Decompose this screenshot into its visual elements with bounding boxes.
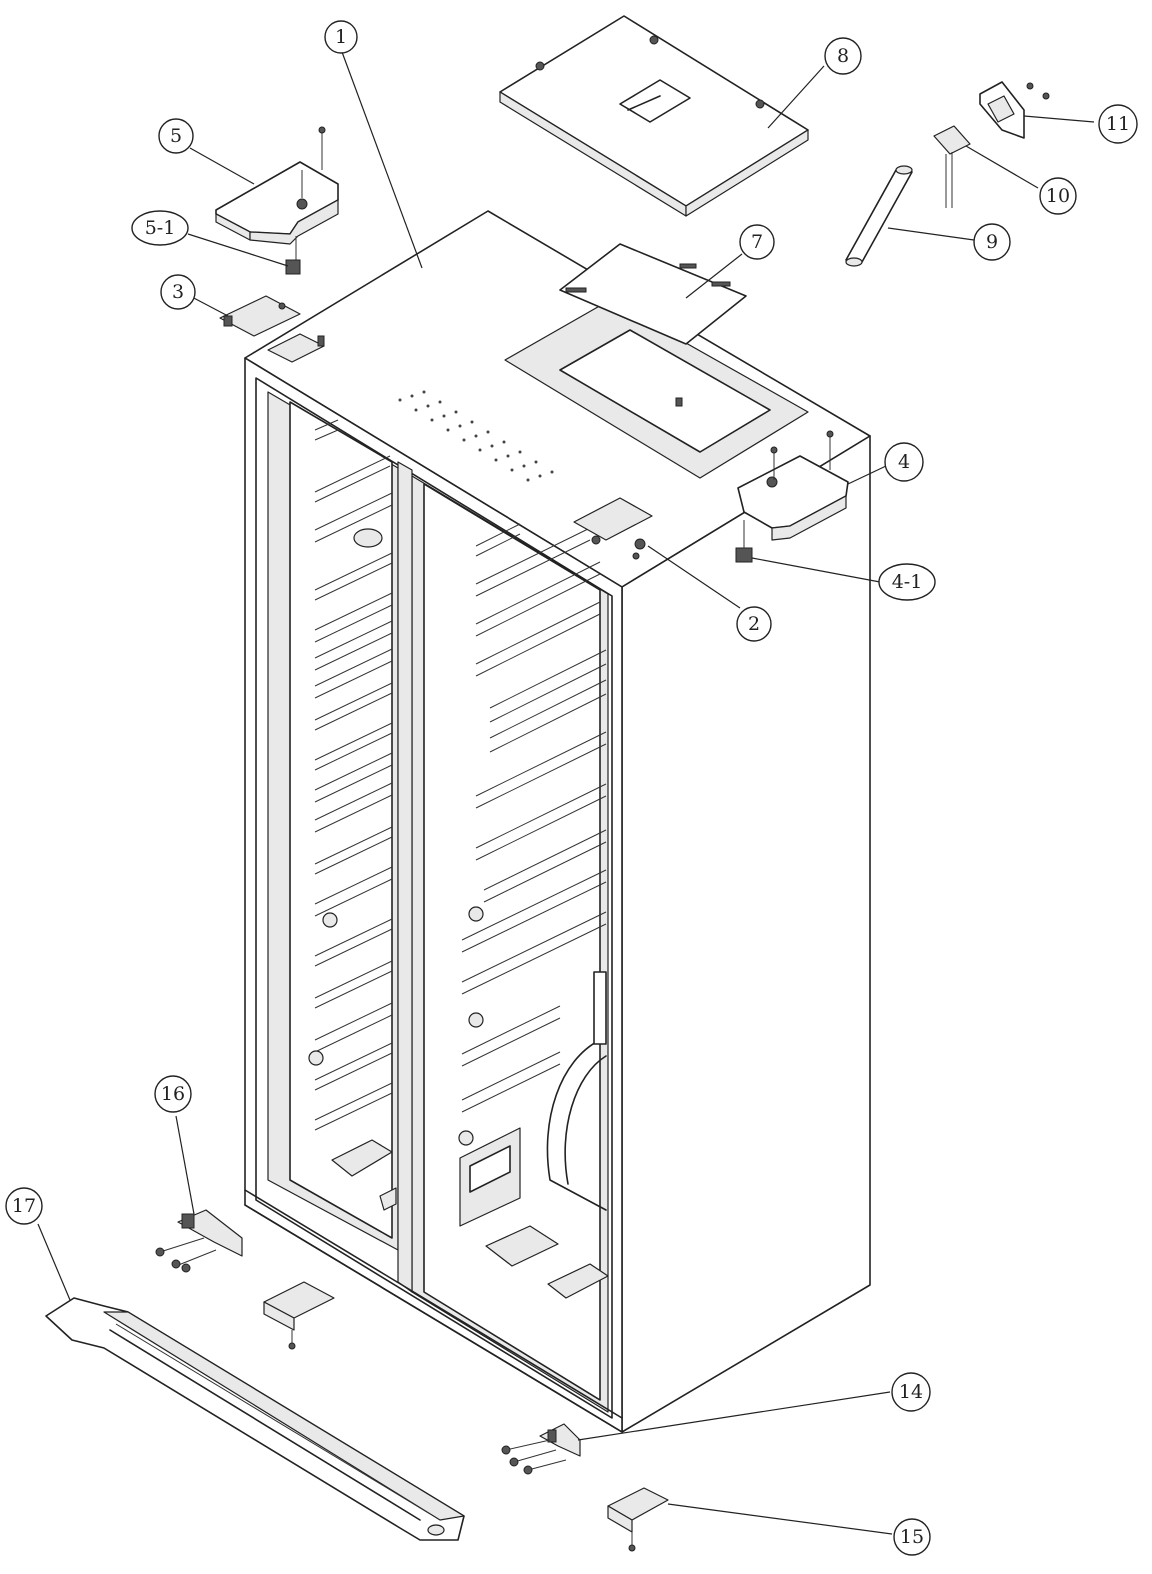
callout-5-1: 5-1 [131,210,189,246]
part-5-hinge-cover [215,126,339,245]
fridge-rails [461,523,607,1113]
callout-label: 15 [900,1526,924,1548]
freezer-rails [314,419,393,1131]
part-16-bottom-hinge [155,1209,243,1273]
part-3-hinge [219,295,301,337]
callout-label: 3 [172,281,184,303]
callout-11: 11 [1098,104,1138,144]
part-17-base-grille [45,1297,465,1541]
callout-5: 5 [158,118,194,154]
callout-2: 2 [736,606,772,642]
mullion [397,461,413,1293]
part-11-bracket [979,81,1050,139]
callout-label: 7 [751,231,763,253]
callout-label: 16 [161,1083,185,1105]
callout-label: 5 [170,125,182,147]
callout-label: 8 [837,45,849,67]
callout-7: 7 [739,224,775,260]
callout-14: 14 [891,1372,931,1412]
callout-label: 14 [899,1381,923,1403]
callout-17: 17 [5,1187,43,1225]
leader-lines [37,51,1095,1535]
callout-3: 3 [160,274,196,310]
callout-label: 4-1 [892,571,923,593]
callout-label: 5-1 [145,217,176,239]
callout-10: 10 [1039,177,1077,215]
part-4-1-clip [735,520,753,563]
callout-label: 2 [748,613,760,635]
callout-4: 4 [884,442,924,482]
callout-9: 9 [973,223,1011,261]
callout-4-1: 4-1 [878,563,936,601]
part-5-1-clip [285,236,301,275]
callout-label: 11 [1106,113,1130,135]
callout-label: 10 [1046,185,1070,207]
part-8-top-cover [499,15,809,217]
top-vents [398,390,554,482]
part-10-sensor [933,125,971,208]
cabinet-top-hinge [267,333,325,363]
callout-label: 1 [335,26,347,48]
cabinet-side [621,435,871,1433]
callout-16: 16 [154,1075,192,1113]
part-4-hinge-cover [737,430,849,541]
part-7-pcb [559,243,747,345]
part-9-tube [845,165,913,267]
part-15-leveling-foot [607,1487,669,1552]
callout-label: 4 [898,451,910,473]
part-2-hinge-plate [573,497,653,560]
leveling-foot-left [263,1281,335,1350]
callout-15: 15 [893,1518,931,1556]
callout-1: 1 [324,20,358,54]
callout-label: 9 [986,231,998,253]
cabinet [244,210,871,1433]
callout-label: 17 [12,1195,36,1217]
callout-8: 8 [824,37,862,75]
part-14-bottom-hinge [501,1423,581,1475]
